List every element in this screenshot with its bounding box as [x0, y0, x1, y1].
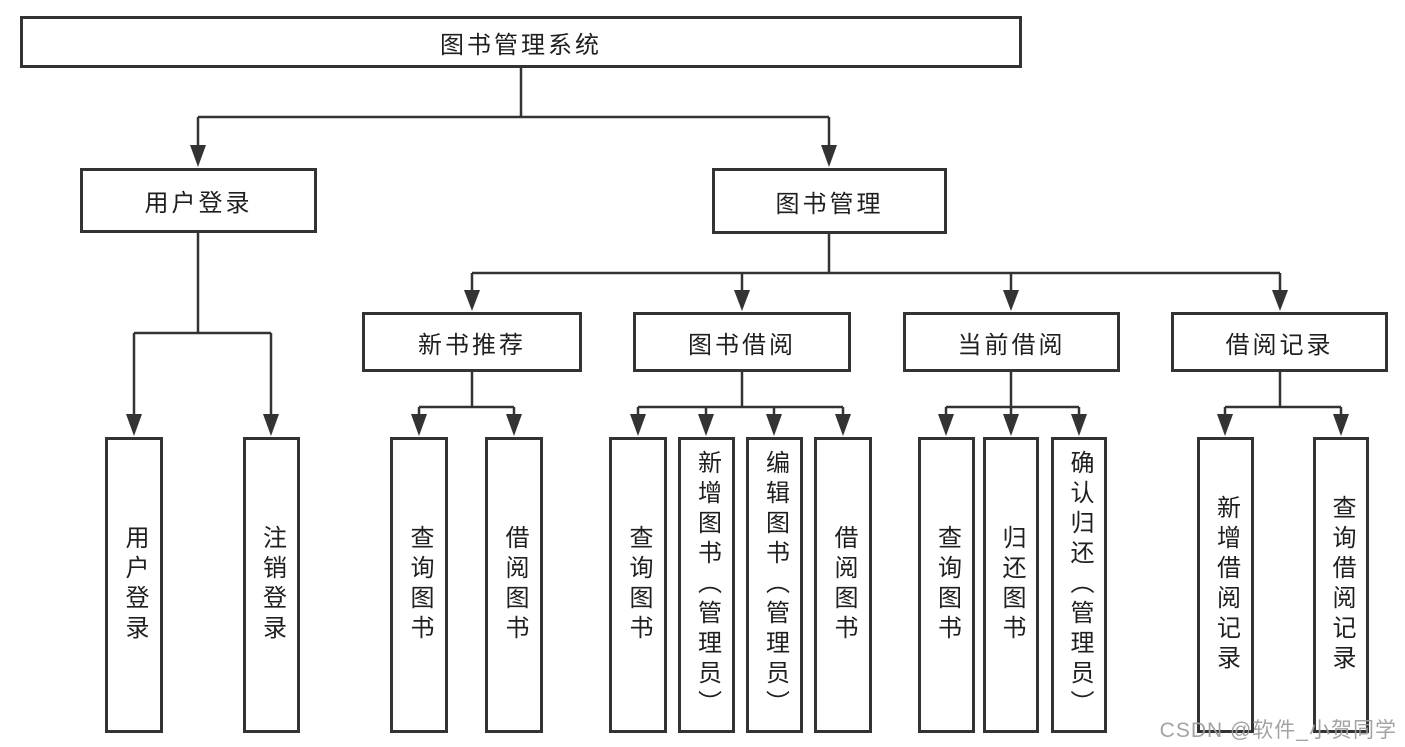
leaf-confirm-return-admin: 确认归还（管理员） — [1051, 437, 1107, 733]
leaf-borrow-books-1-label: 借阅图书 — [501, 525, 528, 645]
node-borrow-records: 借阅记录 — [1171, 312, 1388, 372]
leaf-return-books-label: 归还图书 — [998, 525, 1025, 645]
leaf-confirm-return-admin-label: 确认归还（管理员） — [1066, 450, 1093, 720]
leaf-query-books-2-label: 查询图书 — [625, 525, 652, 645]
leaf-borrow-books-2-label: 借阅图书 — [830, 525, 857, 645]
leaf-borrow-books-2: 借阅图书 — [814, 437, 872, 733]
leaf-user-login: 用户登录 — [105, 437, 163, 733]
csdn-watermark: CSDN @软件_小贺同学 — [1159, 719, 1397, 742]
leaf-query-books-1-label: 查询图书 — [406, 525, 433, 645]
leaf-user-login-label: 用户登录 — [121, 525, 148, 645]
leaf-edit-books-admin-label: 编辑图书（管理员） — [761, 450, 789, 720]
node-current-borrow: 当前借阅 — [903, 312, 1120, 372]
leaf-logout-label: 注销登录 — [258, 525, 286, 645]
node-book-management: 图书管理 — [712, 168, 947, 234]
leaf-borrow-books-1: 借阅图书 — [485, 437, 543, 733]
leaf-query-borrow-record: 查询借阅记录 — [1313, 437, 1369, 733]
leaf-add-borrow-record-label: 新增借阅记录 — [1212, 495, 1240, 675]
leaf-add-borrow-record: 新增借阅记录 — [1197, 437, 1254, 733]
leaf-query-books-2: 查询图书 — [609, 437, 667, 733]
leaf-add-books-admin: 新增图书（管理员） — [678, 437, 735, 733]
arrowheads — [126, 145, 1349, 436]
leaf-query-books-3-label: 查询图书 — [933, 525, 961, 645]
node-book-borrow: 图书借阅 — [633, 312, 851, 372]
leaf-query-borrow-record-label: 查询借阅记录 — [1328, 495, 1355, 675]
leaf-query-books-3: 查询图书 — [918, 437, 975, 733]
leaf-add-books-admin-label: 新增图书（管理员） — [693, 450, 721, 720]
leaf-return-books: 归还图书 — [983, 437, 1039, 733]
node-root: 图书管理系统 — [20, 16, 1022, 68]
leaf-edit-books-admin: 编辑图书（管理员） — [746, 437, 803, 733]
leaf-logout: 注销登录 — [243, 437, 300, 733]
node-new-book-recommendation: 新书推荐 — [362, 312, 582, 372]
leaf-query-books-1: 查询图书 — [390, 437, 448, 733]
node-user-login: 用户登录 — [80, 168, 317, 233]
